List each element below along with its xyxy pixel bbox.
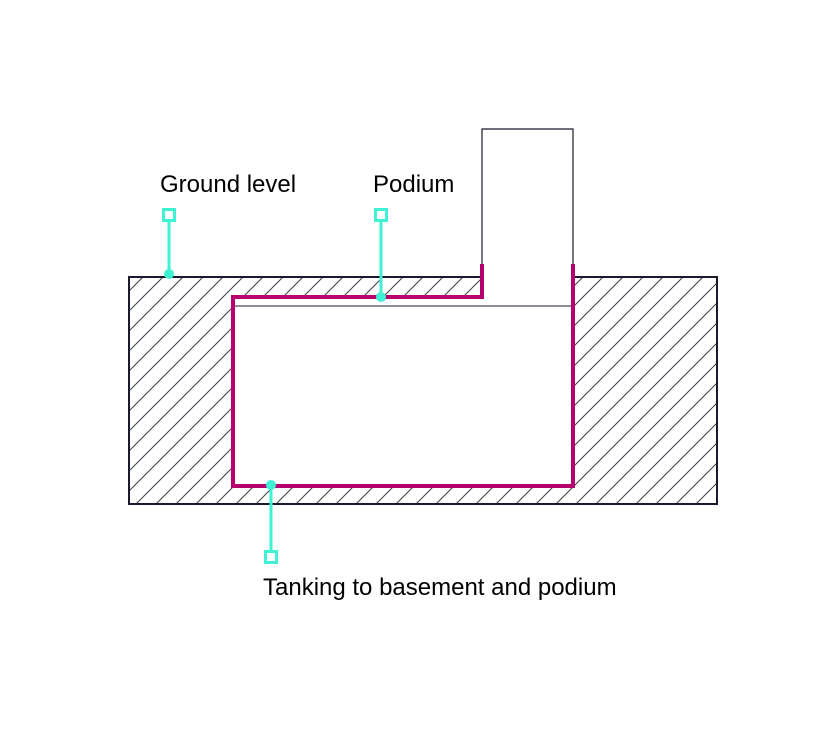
square-outline-icon (374, 208, 388, 222)
callout-ground-level (162, 208, 176, 279)
ground-block-outline (128, 276, 718, 505)
square-outline-icon (264, 550, 278, 564)
callout-podium (374, 208, 388, 302)
tanking-membrane (231, 264, 575, 488)
basement-void (233, 277, 573, 486)
dot-icon (266, 480, 276, 490)
dot-icon (376, 292, 386, 302)
podium-tower-outline (481, 128, 574, 277)
square-outline-icon (162, 208, 176, 222)
callout-tanking (264, 480, 278, 564)
dot-icon (164, 269, 174, 279)
podium-label: Podium (373, 171, 455, 198)
tanking-label: Tanking to basement and podium (263, 574, 617, 601)
ground-level-label: Ground level (160, 171, 297, 198)
